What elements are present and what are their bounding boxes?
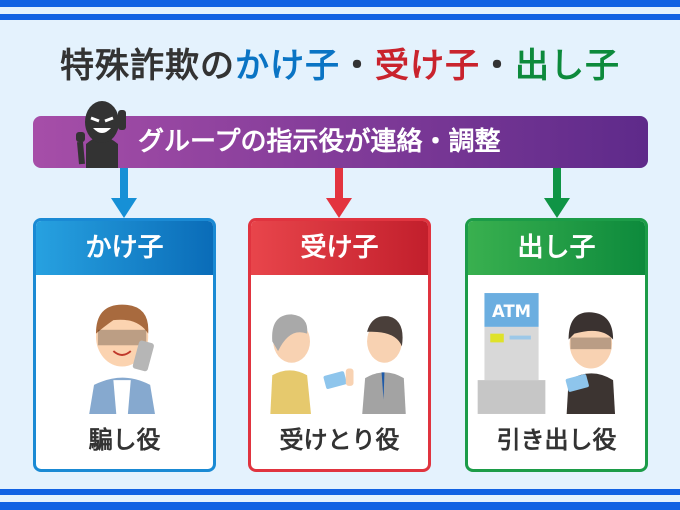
- caller-illustration: [89, 304, 155, 414]
- arrow-down-icon: [111, 168, 137, 218]
- withdrawer-illustration: ATM: [477, 293, 616, 414]
- top-stripe: [0, 0, 680, 7]
- arrow-down-icon: [544, 168, 570, 218]
- title-sep: ・: [340, 46, 375, 86]
- card-kakeko: かけ子 騙し役: [33, 218, 216, 472]
- ringleader-icon: [76, 101, 126, 168]
- bottom-stripe: [0, 489, 680, 495]
- card-header: かけ子: [36, 221, 213, 275]
- title-ukeko: 受け子: [375, 46, 480, 86]
- receiver-illustration: [270, 314, 406, 414]
- banner-text: グループの指示役が連絡・調整: [138, 127, 501, 157]
- card-label: 引き出し役: [496, 426, 617, 454]
- title-sep: ・: [480, 46, 515, 86]
- title-kakeko: かけ子: [235, 46, 340, 86]
- card-label: 騙し役: [88, 426, 161, 454]
- card-dashiko: 出し子 ATM 引き出し役: [465, 218, 648, 472]
- top-stripe-2: [0, 14, 680, 20]
- arrow-down-icon: [326, 168, 352, 218]
- ringleader-banner: グループの指示役が連絡・調整: [33, 116, 648, 168]
- card-header: 受け子: [251, 221, 428, 275]
- title-dashiko: 出し子: [515, 46, 620, 86]
- card-ukeko: 受け子 受けとり役: [248, 218, 431, 472]
- atm-label: ATM: [492, 302, 531, 321]
- card-header: 出し子: [468, 221, 645, 275]
- page-title: 特殊詐欺のかけ子・受け子・出し子: [0, 38, 680, 87]
- bottom-stripe-2: [0, 502, 680, 510]
- card-label: 受けとり役: [279, 426, 400, 454]
- title-prefix: 特殊詐欺の: [60, 46, 235, 86]
